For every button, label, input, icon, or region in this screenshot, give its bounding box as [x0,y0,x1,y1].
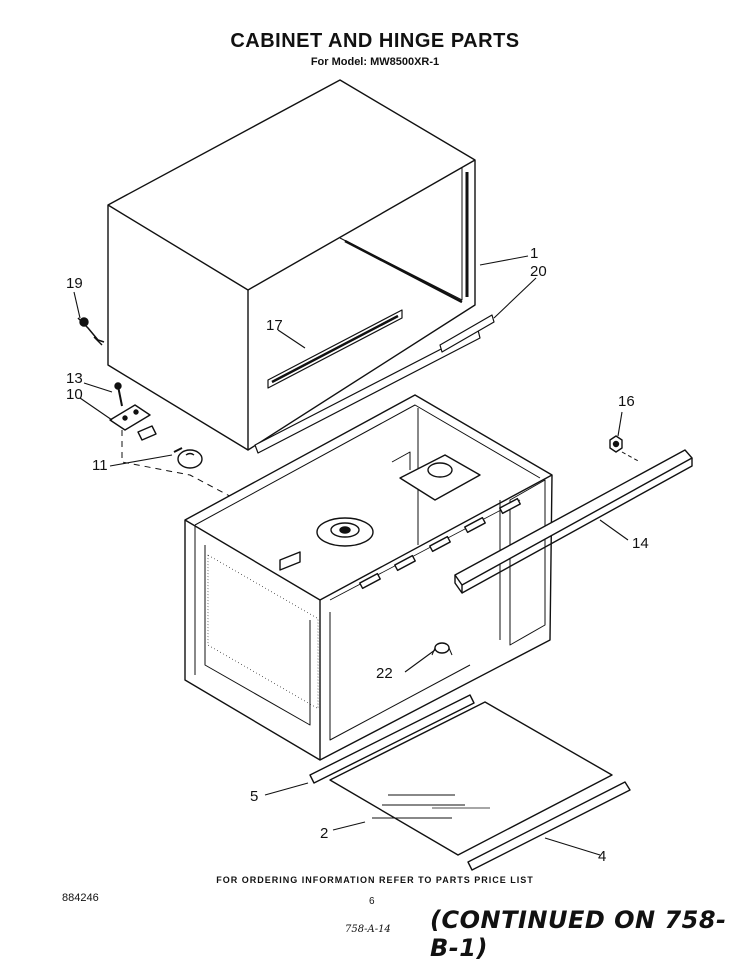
part-19-screw [77,317,105,346]
part-20-strip [439,314,495,353]
leader-lines [73,255,629,856]
part-4-strip [467,781,631,871]
part-5-strip [309,694,475,784]
inner-chassis [184,394,553,761]
document-number: 884246 [62,892,99,904]
part-2-glass-panel [329,701,613,856]
part-11-lamp [173,447,203,469]
callout-2: 2 [320,825,328,842]
callout-14: 14 [632,535,649,552]
callout-22: 22 [376,665,393,682]
part-10-hinge-bracket [109,404,157,441]
callout-11: 11 [92,457,108,474]
cabinet-bottom-strip [254,329,481,454]
handwritten-reference: 758-A-14 [345,924,391,935]
callout-17: 17 [266,317,283,334]
ordering-note: FOR ORDERING INFORMATION REFER TO PARTS … [216,875,534,885]
callout-4: 4 [598,848,606,865]
part-14-rail [454,449,693,594]
callout-13: 13 [66,370,83,387]
callout-16: 16 [618,393,635,410]
callout-1: 1 [530,245,538,262]
page-title: CABINET AND HINGE PARTS [230,30,520,52]
callout-10: 10 [66,386,83,403]
callout-5: 5 [250,788,258,805]
cabinet-shell [107,79,476,451]
callout-19: 19 [66,275,83,292]
part-16-nut [609,435,623,453]
continued-note: (CONTINUED ON 758-B-1) [430,906,727,962]
part-13-screw [114,382,123,407]
model-subtitle: For Model: MW8500XR-1 [310,56,440,68]
callout-labels: 1 20 19 17 13 10 16 11 14 22 5 2 4 [66,245,649,865]
callout-20: 20 [530,263,547,280]
page-number: 6 [369,896,375,907]
